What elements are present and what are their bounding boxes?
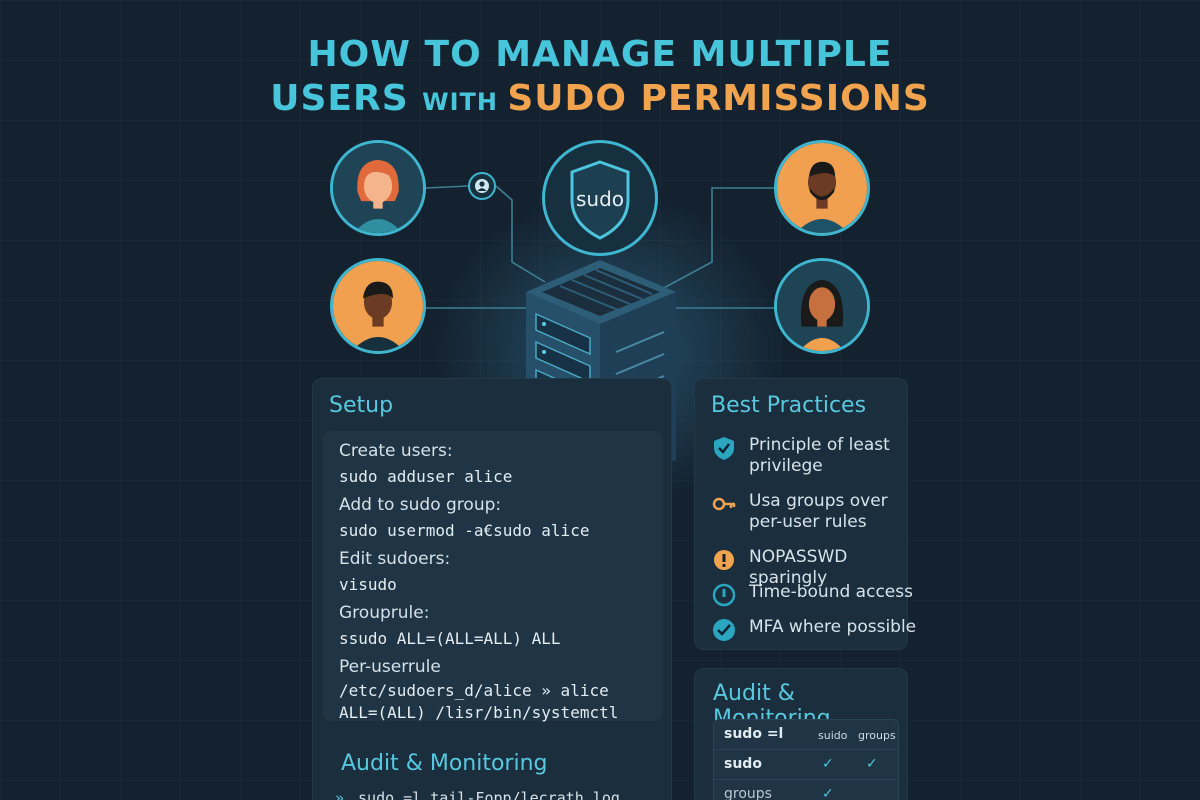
key-icon	[712, 497, 736, 511]
check-icon	[713, 619, 735, 641]
table-cell: groups	[724, 786, 772, 800]
user-avatar-woman-red-hair	[330, 140, 426, 236]
audit-monitoring-panel: Audit & Monitoring sudo =l suido groups …	[694, 668, 908, 800]
shield-label: sudo	[575, 187, 625, 211]
best-practice-item: NOPASSWD sparingly	[711, 547, 919, 589]
setup-code: sudo usermod -a€sudo alice	[339, 521, 590, 540]
setup-code: ALL=(ALL) /lisr/bin/systemctl	[339, 703, 619, 722]
setup-commands-box: Create users: sudo adduser alice Add to …	[323, 431, 663, 722]
setup-panel: Setup Create users: sudo adduser alice A…	[312, 378, 672, 800]
setup-title: Setup	[329, 393, 394, 418]
user-avatar-man-beard	[774, 140, 870, 236]
setup-line: Create users:	[339, 441, 453, 461]
setup-line: Grouprule:	[339, 603, 430, 623]
check-mark: ✓	[822, 756, 834, 772]
check-mark: ✓	[822, 786, 834, 800]
setup-code: /etc/sudoers_d/alice » alice	[339, 681, 609, 700]
table-row: sudo ✓ ✓	[714, 750, 898, 780]
table-header-row: sudo =l suido groups	[714, 720, 898, 750]
warning-icon	[714, 550, 734, 570]
best-practice-item: MFA where possible	[711, 617, 919, 643]
best-practices-panel: Best Practices Principle of least privil…	[694, 378, 916, 650]
user-avatar-man-dark	[330, 258, 426, 354]
clock-icon	[712, 583, 736, 607]
setup-line: Edit sudoers:	[339, 549, 451, 569]
check-mark: ✓	[866, 756, 878, 772]
user-icon	[468, 172, 496, 200]
best-practices-title: Best Practices	[711, 393, 867, 418]
table-cell: sudo	[724, 756, 762, 772]
table-header-cell: sudo =l	[724, 726, 784, 742]
user-avatar-woman-dark-hair	[774, 258, 870, 354]
audit-code-line: »sudo =l tail-Fopp/lecrath.log	[335, 789, 620, 800]
best-practice-item: Usa groups over per-user rules	[711, 491, 919, 533]
audit-table: sudo =l suido groups sudo ✓ ✓ groups ✓	[713, 719, 899, 800]
setup-code: ssudo ALL=(ALL=ALL) ALL	[339, 629, 561, 648]
sudo-shield-badge: sudo	[542, 140, 658, 256]
setup-line: Per-userrule	[339, 657, 441, 677]
best-practice-item: Time-bound access	[711, 582, 919, 608]
table-row: groups ✓	[714, 780, 898, 800]
table-header-cell: suido	[818, 729, 848, 742]
shield-icon	[570, 160, 630, 240]
audit-monitoring-title-left: Audit & Monitoring	[341, 751, 548, 776]
shield-check-icon	[714, 437, 734, 460]
page-title-line2: USERS WITH SUDO PERMISSIONS	[270, 78, 930, 119]
best-practice-item: Principle of least privilege	[711, 435, 919, 477]
setup-code: visudo	[339, 575, 397, 594]
page-title-line1: HOW TO MANAGE MULTIPLE	[307, 34, 893, 75]
setup-line: Add to sudo group:	[339, 495, 502, 515]
table-header-cell: groups	[858, 729, 896, 742]
setup-code: sudo adduser alice	[339, 467, 513, 486]
